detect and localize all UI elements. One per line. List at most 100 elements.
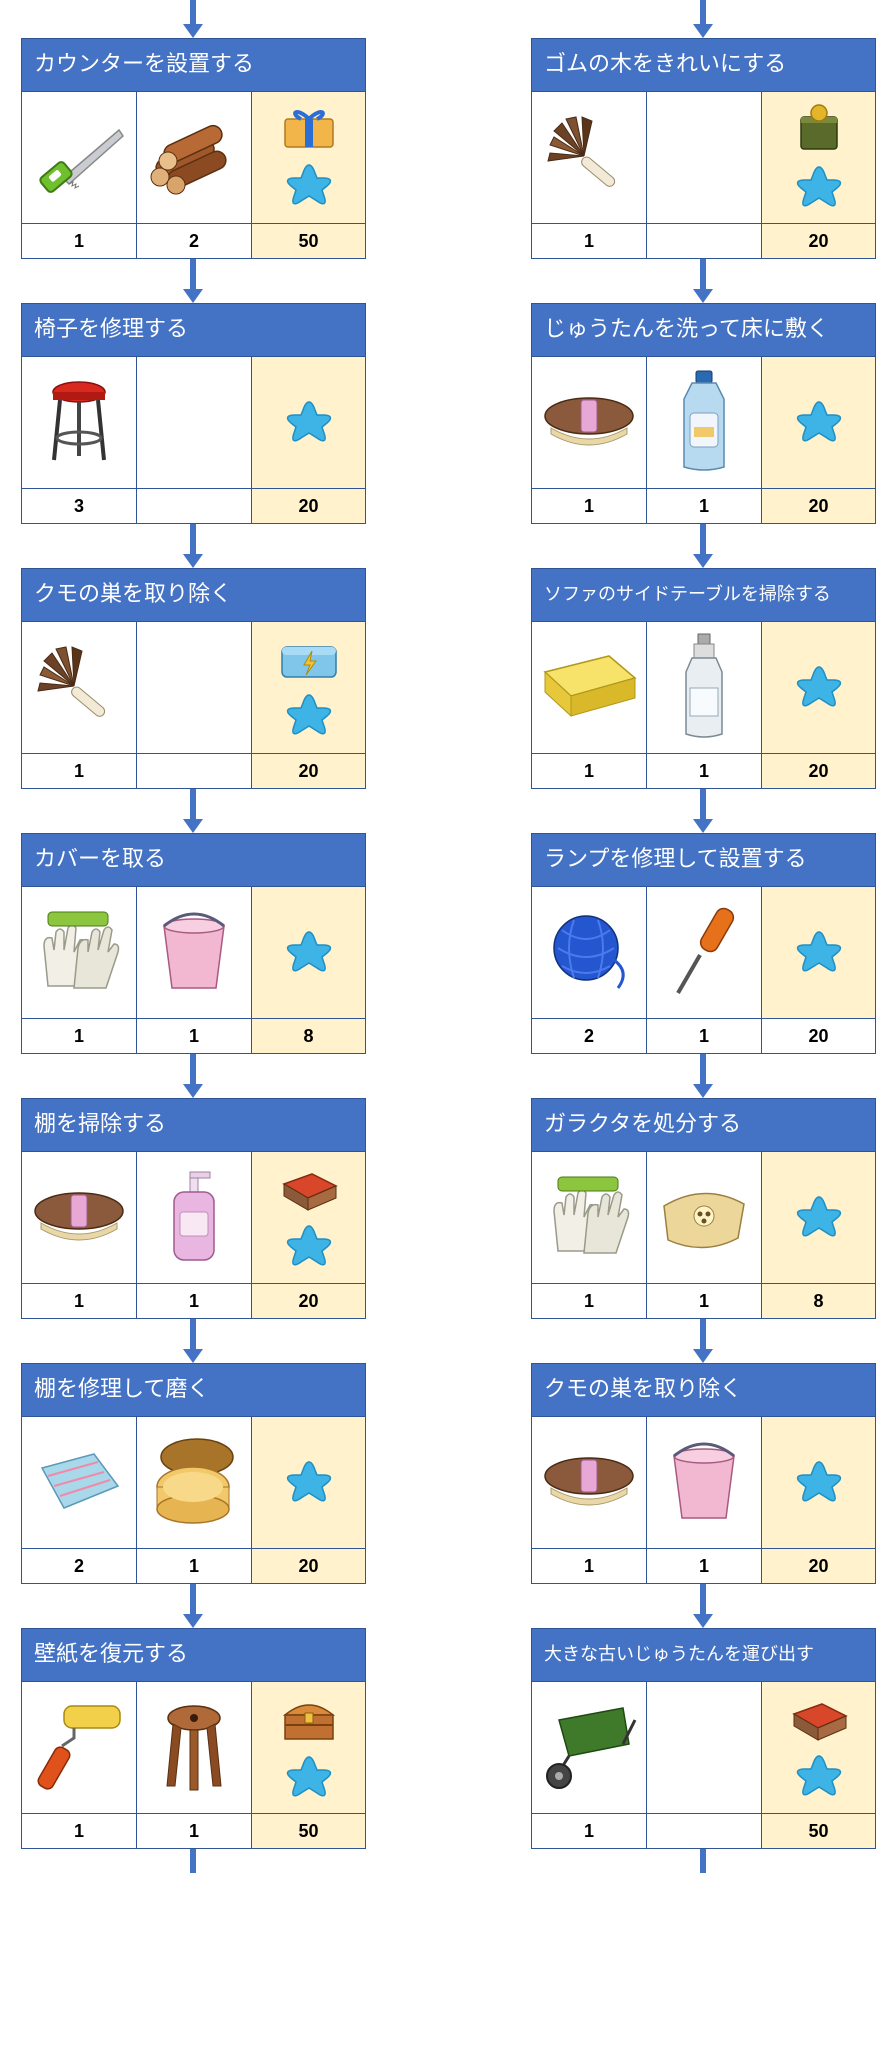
reward-quantity: 20 (762, 488, 875, 523)
item-quantity: 1 (532, 753, 647, 788)
required-item-cell (532, 1681, 647, 1813)
task-title: ガラクタを処分する (532, 1099, 875, 1151)
star-icon (284, 1458, 334, 1508)
flow-arrow (531, 0, 876, 38)
task-title: ソファのサイドテーブルを掃除する (532, 569, 875, 621)
stool-icon (44, 376, 114, 470)
task-title: クモの巣を取り除く (22, 569, 365, 621)
task-title: ランプを修理して設置する (532, 834, 875, 886)
flow-arrow (21, 1319, 366, 1363)
item-quantity: 1 (137, 1018, 252, 1053)
required-item-cell (532, 621, 647, 753)
required-item-cell (22, 1681, 137, 1813)
logs-icon (146, 115, 242, 201)
bucket-icon (664, 1438, 744, 1528)
item-quantity: 3 (22, 488, 137, 523)
required-item-cell (22, 356, 137, 488)
brush-icon (31, 1183, 127, 1253)
required-item-cell (137, 1416, 252, 1548)
brush-icon (541, 388, 637, 458)
reward-cell (252, 886, 365, 1018)
item-quantity: 1 (22, 1813, 137, 1848)
treasure-chest-icon (279, 1693, 339, 1749)
star-icon (794, 398, 844, 448)
item-quantity: 1 (137, 1283, 252, 1318)
item-quantity (647, 223, 762, 258)
item-quantity: 1 (647, 1283, 762, 1318)
energy-box-icon (276, 635, 342, 687)
task-title: カバーを取る (22, 834, 365, 886)
coin-box-icon (793, 103, 845, 159)
task-title: 棚を掃除する (22, 1099, 365, 1151)
wheelbarrow-icon (539, 1698, 639, 1798)
star-icon (794, 163, 844, 213)
task-title: じゅうたんを洗って床に敷く (532, 304, 875, 356)
required-item-cell (532, 356, 647, 488)
reward-quantity: 20 (762, 1548, 875, 1583)
task-title: ゴムの木をきれいにする (532, 39, 875, 91)
reward-cell (762, 1151, 875, 1283)
reward-quantity: 50 (252, 223, 365, 258)
reward-quantity: 50 (252, 1813, 365, 1848)
item-quantity: 1 (22, 1018, 137, 1053)
red-box-icon (278, 1164, 340, 1218)
brush-icon (541, 1448, 637, 1518)
flow-arrow (531, 259, 876, 303)
item-quantity: 1 (647, 488, 762, 523)
feather-duster-icon (34, 641, 124, 735)
flow-arrow (531, 1849, 876, 1873)
spray-bottle-icon (678, 632, 730, 744)
required-item-cell (22, 886, 137, 1018)
flow-arrow (21, 1849, 366, 1873)
wooden-stool-icon (159, 1700, 229, 1796)
screwdriver-icon (664, 901, 744, 1005)
flow-arrow (21, 1584, 366, 1628)
soap-bottle-icon (166, 1168, 222, 1268)
star-icon (794, 928, 844, 978)
item-quantity: 1 (532, 1548, 647, 1583)
reward-cell (762, 356, 875, 488)
reward-quantity: 20 (762, 753, 875, 788)
star-icon (284, 398, 334, 448)
required-item-cell (647, 1151, 762, 1283)
item-quantity: 1 (22, 223, 137, 258)
item-quantity: 1 (647, 1018, 762, 1053)
required-item-cell (647, 1681, 762, 1813)
required-item-cell (532, 1151, 647, 1283)
detergent-bottle-icon (674, 369, 734, 477)
required-item-cell (22, 1416, 137, 1548)
flow-arrow (531, 789, 876, 833)
required-item-cell (532, 886, 647, 1018)
reward-cell (252, 356, 365, 488)
item-quantity: 1 (532, 488, 647, 523)
required-item-cell (647, 886, 762, 1018)
task-title: 椅子を修理する (22, 304, 365, 356)
task-title: クモの巣を取り除く (532, 1364, 875, 1416)
flow-arrow (21, 0, 366, 38)
item-quantity: 1 (137, 1813, 252, 1848)
bucket-icon (154, 908, 234, 998)
reward-cell (252, 1681, 365, 1813)
star-icon (284, 691, 334, 741)
reward-cell (252, 621, 365, 753)
cloth-icon (34, 1446, 124, 1520)
star-icon (794, 1193, 844, 1243)
flow-arrow (21, 524, 366, 568)
star-icon (284, 161, 334, 211)
reward-quantity: 8 (252, 1018, 365, 1053)
required-item-cell (137, 886, 252, 1018)
